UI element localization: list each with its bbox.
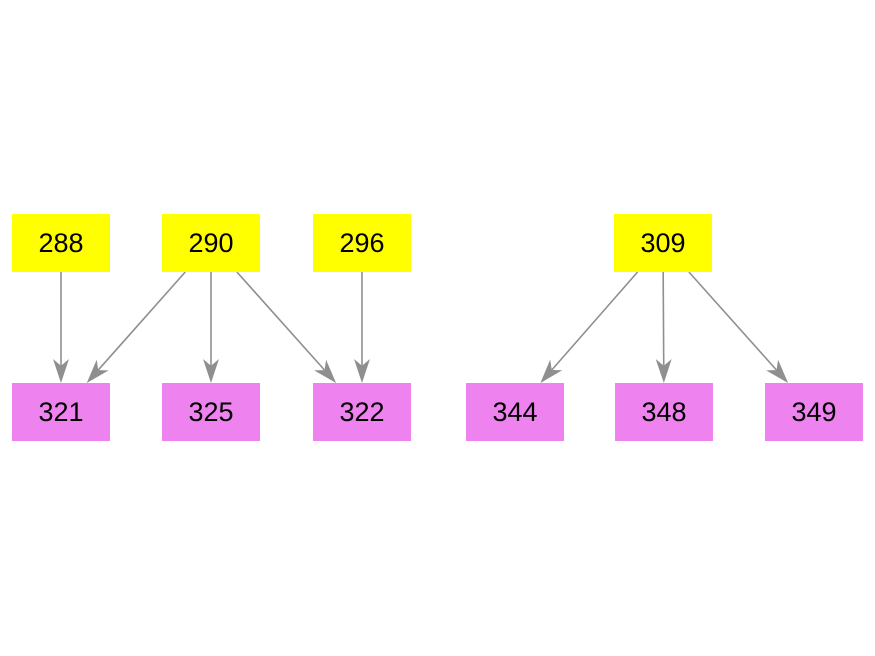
edge-line [551, 271, 639, 371]
arrowhead-icon [314, 359, 337, 383]
node-label: 348 [641, 396, 687, 427]
graph-node-309: 309 [614, 214, 712, 272]
graph-node-296: 296 [313, 214, 411, 272]
edge-290-325 [203, 272, 219, 383]
node-label: 325 [188, 396, 234, 427]
graph-node-348: 348 [615, 383, 713, 441]
graph-node-344: 344 [466, 383, 564, 441]
edge-296-322 [354, 272, 370, 383]
edge-309-344 [540, 271, 639, 383]
arrowhead-icon [655, 358, 672, 383]
graph-node-325: 325 [162, 383, 260, 441]
node-label: 290 [188, 227, 234, 258]
node-label: 321 [38, 396, 84, 427]
edge-309-348 [655, 271, 672, 383]
node-label: 288 [38, 227, 84, 258]
edge-290-321 [86, 271, 186, 383]
arrowhead-icon [354, 359, 370, 383]
edge-288-321 [53, 272, 69, 383]
graph-node-349: 349 [765, 383, 863, 441]
node-label: 322 [339, 396, 385, 427]
edge-line [236, 271, 326, 371]
edge-line [97, 271, 186, 371]
graph-node-288: 288 [12, 214, 110, 272]
arrowhead-icon [53, 359, 69, 383]
edge-line [662, 271, 665, 366]
arrowhead-icon [766, 359, 789, 383]
graph-node-321: 321 [12, 383, 110, 441]
node-label: 309 [640, 227, 686, 258]
graph-node-322: 322 [313, 383, 411, 441]
arrowhead-icon [203, 359, 219, 383]
graph-node-290: 290 [162, 214, 260, 272]
arrowhead-icon [540, 359, 563, 383]
node-label: 344 [492, 396, 538, 427]
node-label: 349 [791, 396, 837, 427]
node-label: 296 [339, 227, 385, 258]
edge-line [688, 271, 778, 371]
edge-309-349 [688, 271, 789, 383]
arrowhead-icon [86, 359, 109, 383]
edge-290-322 [236, 271, 337, 383]
